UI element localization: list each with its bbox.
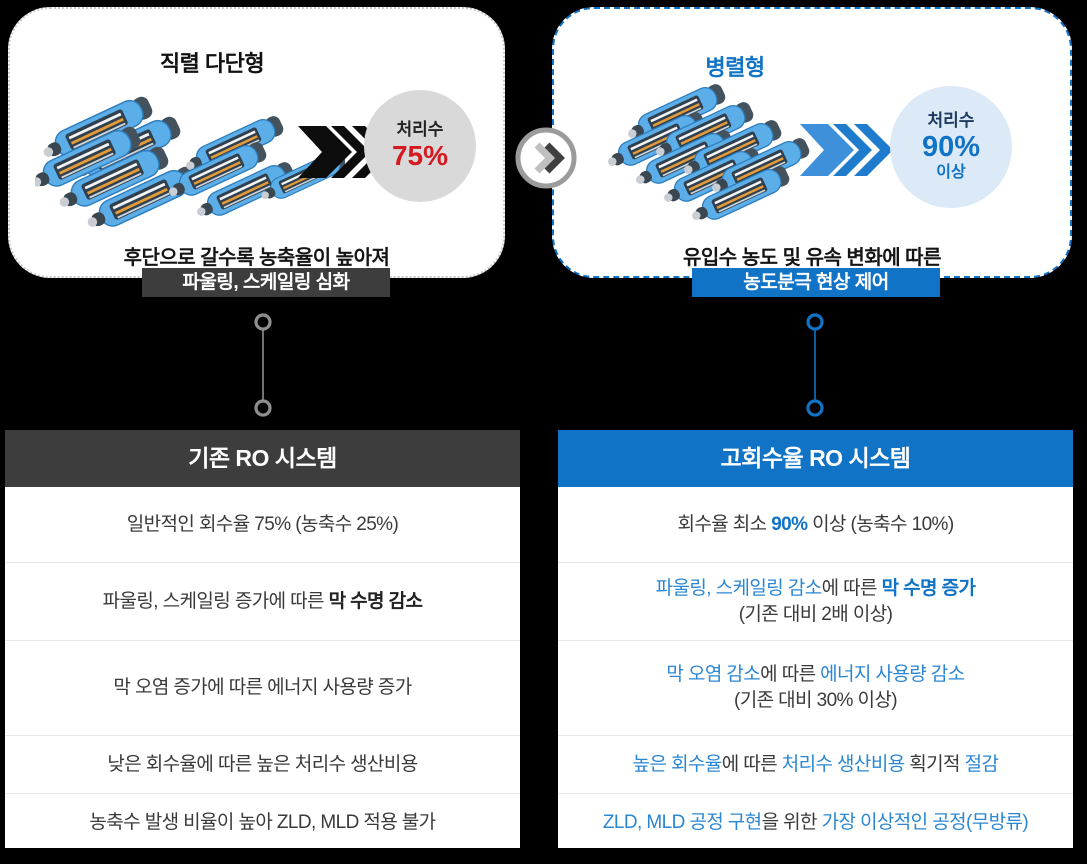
- connector-line-right: [806, 313, 824, 417]
- treated-water-circle: 처리수 75%: [364, 90, 476, 202]
- table-row: 높은 회수율에 따른 처리수 생산비용 획기적 절감: [558, 735, 1073, 793]
- table-row-line: 회수율 최소 90% 이상 (농축수 10%): [677, 513, 954, 535]
- table-row-line: 높은 회수율에 따른 처리수 생산비용 획기적 절감: [632, 753, 999, 775]
- table-row-line: 농축수 발생 비율이 높아 ZLD, MLD 적용 불가: [89, 812, 436, 834]
- table-row-line: (기존 대비 2배 이상): [738, 603, 893, 625]
- table-row-line: 막 오염 증가에 따른 에너지 사용량 증가: [113, 677, 412, 699]
- result-value: 75%: [391, 139, 449, 171]
- table-row-line: (기존 대비 30% 이상): [734, 690, 898, 711]
- high-recovery-ro-table: 고회수율 RO 시스템 회수율 최소 90% 이상 (농축수 10%) 파울링, …: [558, 430, 1073, 848]
- table-row: 낮은 회수율에 따른 높은 처리수 생산비용: [5, 735, 520, 793]
- parallel-caption: 유입수 농도 및 유속 변화에 따른: [683, 247, 941, 269]
- table-row-line: 낮은 회수율에 따른 높은 처리수 생산비용: [107, 753, 418, 775]
- table-row: 막 오염 감소에 따른 에너지 사용량 감소 (기존 대비 30% 이상): [558, 640, 1073, 735]
- table-row: 파울링, 스케일링 감소에 따른 막 수명 증가 (기존 대비 2배 이상): [558, 562, 1073, 640]
- table-row: 회수율 최소 90% 이상 (농축수 10%): [558, 487, 1073, 562]
- next-chevron-icon: [515, 127, 577, 189]
- parallel-membranes-illustration: [602, 79, 814, 230]
- flow-arrow-blue-icon: [800, 124, 893, 176]
- table-row: 일반적인 회수율 75% (농축수 25%): [5, 487, 520, 562]
- serial-card-title: 직렬 다단형: [159, 51, 265, 76]
- existing-ro-table-rows: 일반적인 회수율 75% (농축수 25%) 파울링, 스케일링 증가에 따른 막…: [5, 487, 520, 852]
- table-row-line: ZLD, MLD 공정 구현을 위한 가장 이상적인 공정(무방류): [602, 812, 1029, 834]
- serial-caption: 후단으로 갈수록 농축율이 높아져: [123, 247, 390, 269]
- parallel-badge: 농도분극 현상 제어: [692, 268, 940, 297]
- existing-ro-table: 기존 RO 시스템 일반적인 회수율 75% (농축수 25%) 파울링, 스케일…: [5, 430, 520, 848]
- high-recovery-ro-table-header: 고회수율 RO 시스템: [558, 430, 1073, 487]
- table-row-line: 파울링, 스케일링 증가에 따른 막 수명 감소: [102, 590, 423, 612]
- table-row: 파울링, 스케일링 증가에 따른 막 수명 감소: [5, 562, 520, 640]
- parallel-card-title: 병렬형: [705, 55, 765, 80]
- table-row-line: 막 오염 감소에 따른 에너지 사용량 감소: [666, 664, 965, 686]
- table-row: ZLD, MLD 공정 구현을 위한 가장 이상적인 공정(무방류): [558, 793, 1073, 852]
- serial-badge: 파울링, 스케일링 심화: [142, 268, 390, 297]
- result-label: 처리수: [927, 111, 975, 131]
- table-row: 농축수 발생 비율이 높아 ZLD, MLD 적용 불가: [5, 793, 520, 852]
- result-suffix: 이상: [936, 164, 966, 182]
- connector-line-left: [254, 313, 272, 417]
- treated-water-circle-blue: 처리수 90% 이상: [890, 86, 1012, 208]
- table-row: 막 오염 증가에 따른 에너지 사용량 증가: [5, 640, 520, 735]
- result-value: 90%: [921, 130, 981, 163]
- table-row-line: 파울링, 스케일링 감소에 따른 막 수명 증가: [655, 577, 976, 599]
- existing-ro-table-header: 기존 RO 시스템: [5, 430, 520, 487]
- high-recovery-ro-table-rows: 회수율 최소 90% 이상 (농축수 10%) 파울링, 스케일링 감소에 따른 …: [558, 487, 1073, 852]
- table-row-line: 일반적인 회수율 75% (농축수 25%): [126, 513, 399, 535]
- result-label: 처리수: [396, 120, 444, 140]
